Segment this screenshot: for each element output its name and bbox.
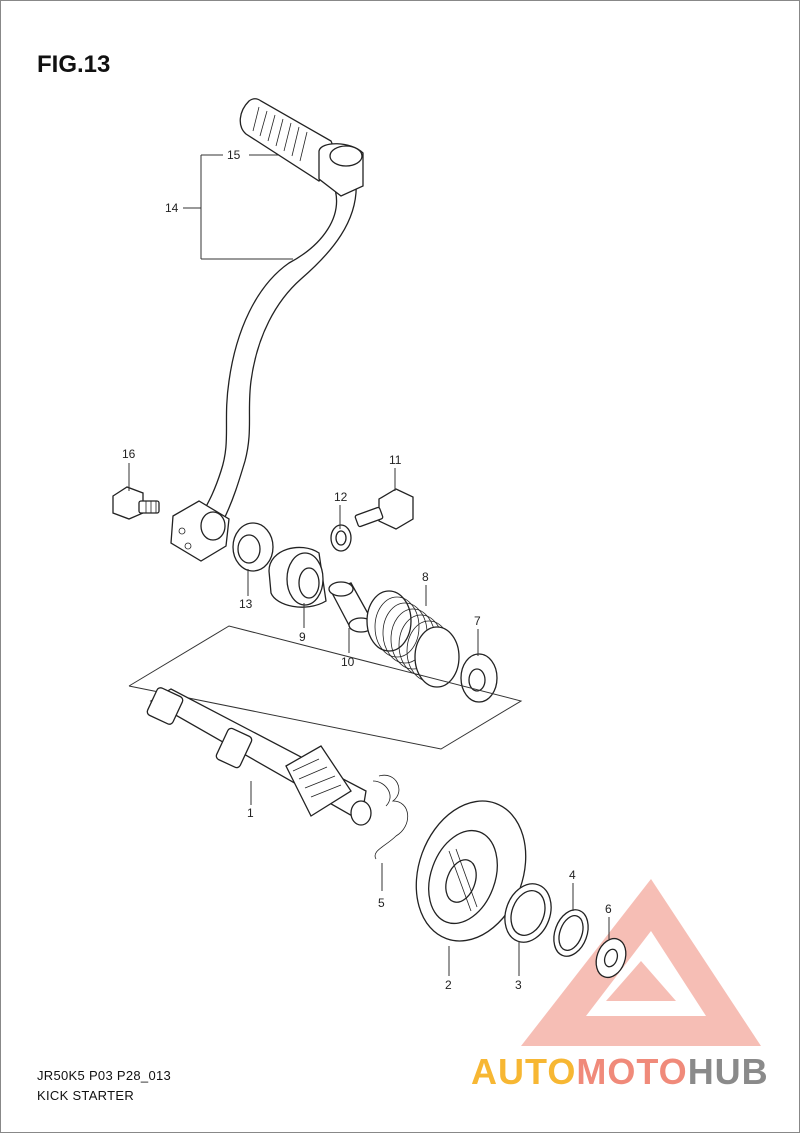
part-label-14: 14 bbox=[165, 201, 179, 215]
washer-3 bbox=[504, 883, 552, 943]
part-label-16: 16 bbox=[122, 447, 136, 461]
circlip-4 bbox=[553, 909, 589, 957]
part-label-6: 6 bbox=[605, 902, 612, 916]
figure-title: FIG.13 bbox=[37, 51, 111, 78]
bracket-14-15 bbox=[183, 154, 301, 260]
diagram-subtitle: KICK STARTER bbox=[37, 1088, 135, 1103]
diagram-code: JR50K5 P03 P28_013 bbox=[37, 1068, 172, 1083]
part-label-1: 1 bbox=[247, 806, 254, 820]
washer-12 bbox=[330, 524, 352, 552]
watermark-logo-triangle bbox=[521, 879, 761, 1046]
part-label-9: 9 bbox=[299, 630, 306, 644]
part-label-10: 10 bbox=[341, 655, 355, 669]
part-label-2: 2 bbox=[445, 978, 452, 992]
washer-6 bbox=[595, 937, 627, 979]
watermark-word-hub: HUB bbox=[687, 1051, 769, 1092]
kick-grip bbox=[239, 98, 364, 197]
spring-8 bbox=[366, 590, 460, 688]
part-labels: 15 14 16 11 12 8 13 9 7 10 1 4 5 6 2 3 bbox=[122, 148, 612, 992]
bolt-11 bbox=[354, 488, 414, 530]
part-label-13: 13 bbox=[239, 597, 253, 611]
leader-lines bbox=[128, 463, 610, 976]
assembly-frame bbox=[128, 625, 523, 750]
oil-seal-13 bbox=[232, 522, 274, 572]
watermark-word-auto: AUTO bbox=[471, 1051, 577, 1092]
kick-shaft-1 bbox=[146, 687, 372, 826]
part-label-12: 12 bbox=[334, 490, 348, 504]
guide-9 bbox=[268, 546, 327, 608]
bolt-16 bbox=[112, 486, 160, 520]
part-label-8: 8 bbox=[422, 570, 429, 584]
kick-lever-arm bbox=[170, 180, 357, 562]
kick-gear-2 bbox=[415, 800, 527, 942]
spring-clip-5 bbox=[372, 774, 409, 860]
part-label-5: 5 bbox=[378, 896, 385, 910]
part-label-11: 11 bbox=[389, 453, 402, 467]
part-label-4: 4 bbox=[569, 868, 576, 882]
part-label-15: 15 bbox=[227, 148, 241, 162]
part-label-3: 3 bbox=[515, 978, 522, 992]
bushing-10 bbox=[328, 581, 374, 633]
watermark-logo-text: AUTOMOTOHUB bbox=[471, 1051, 769, 1093]
washer-7 bbox=[460, 653, 498, 703]
part-label-7: 7 bbox=[474, 614, 481, 628]
watermark-word-moto: MOTO bbox=[576, 1051, 688, 1092]
